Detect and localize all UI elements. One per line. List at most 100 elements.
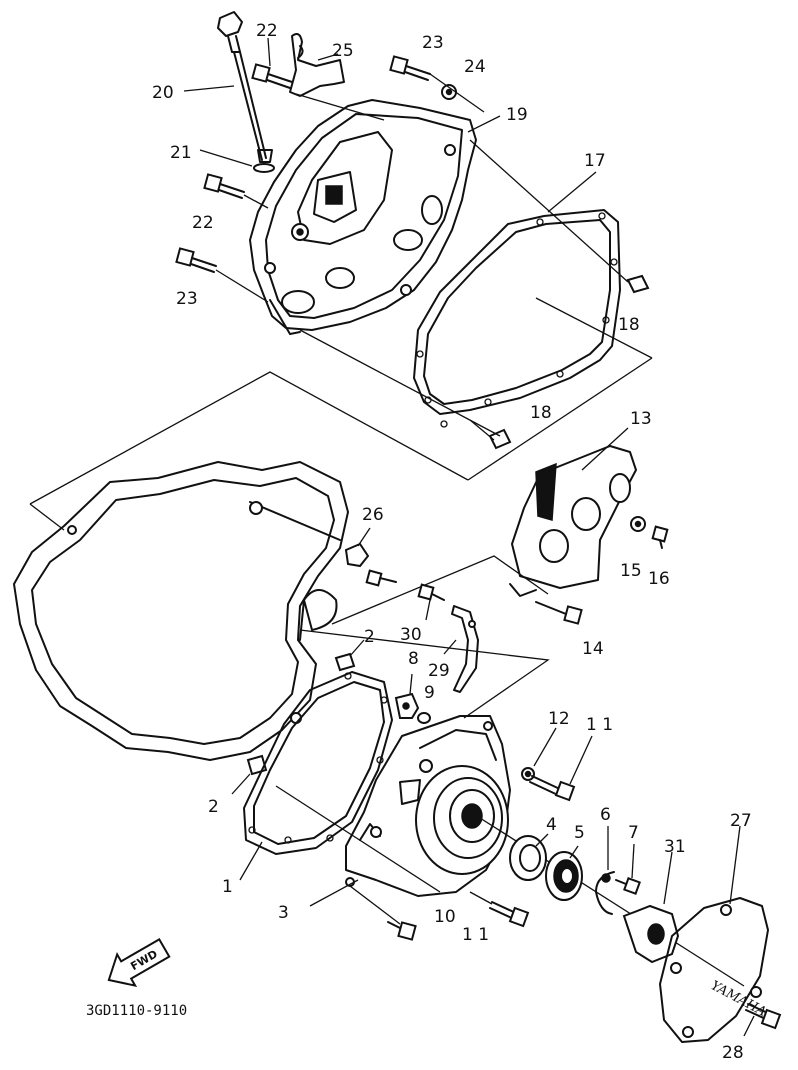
leader-line-12 <box>533 727 557 767</box>
part-20-dipstick <box>217 11 273 163</box>
part-number-labels: 20 22 25 23 24 19 21 22 17 23 18 18 13 2… <box>152 21 752 1063</box>
leader-line-17 <box>547 171 597 213</box>
part-17-gasket <box>413 209 621 428</box>
label-6: 6 <box>600 805 611 825</box>
label-28: 28 <box>722 1043 744 1063</box>
part-23-bolt-left <box>175 247 217 273</box>
crankcase-outline <box>13 461 349 761</box>
leader-line-25 <box>317 53 339 61</box>
label-30: 30 <box>400 625 422 645</box>
leader-line-5 <box>569 845 579 859</box>
label-18a: 18 <box>618 315 640 335</box>
leader-line-21 <box>199 149 253 167</box>
label-2a: 2 <box>364 627 375 647</box>
label-21: 21 <box>170 143 192 163</box>
part-11-bolt-lower <box>489 901 530 928</box>
label-24: 24 <box>464 57 486 77</box>
label-23b: 23 <box>176 289 198 309</box>
label-10: 10 <box>434 907 456 927</box>
part-28-bolt <box>745 1003 782 1030</box>
leader-line-1 <box>239 841 263 881</box>
label-11a: 1 1 <box>586 715 613 735</box>
part-21-o-ring <box>253 163 275 173</box>
label-19: 19 <box>506 105 528 125</box>
part-30-bolt <box>417 583 445 601</box>
part-15-washer <box>630 516 646 532</box>
leader-line-4 <box>535 833 549 847</box>
label-31: 31 <box>664 837 686 857</box>
part-8-plug <box>394 692 420 719</box>
part-13-sprocket-cover <box>509 445 637 597</box>
leader-line-3 <box>309 879 359 907</box>
part-18-dowel-bottom <box>488 428 512 450</box>
part-22-bolt-top <box>251 63 293 89</box>
label-16: 16 <box>648 569 670 589</box>
part-12-washer <box>521 767 535 781</box>
leader-line-27 <box>729 825 741 905</box>
leader-line-28 <box>743 1015 755 1037</box>
part-6-circlip <box>595 871 615 915</box>
part-16-bolt <box>651 525 669 549</box>
part-22-bolt-mid <box>203 173 245 199</box>
label-8: 8 <box>408 649 419 669</box>
part-1-gasket <box>243 671 393 855</box>
part-10-bolt <box>387 921 417 941</box>
label-29: 29 <box>428 661 450 681</box>
leader-line-20 <box>183 85 235 92</box>
label-5: 5 <box>574 823 585 843</box>
leader-line-2b <box>231 773 251 795</box>
label-23a: 23 <box>422 33 444 53</box>
label-1: 1 <box>222 877 233 897</box>
leader-line-26 <box>357 527 371 547</box>
label-11b: 1 1 <box>462 925 489 945</box>
label-2b: 2 <box>208 797 219 817</box>
label-4: 4 <box>546 815 557 835</box>
leader-line-30 <box>425 599 431 621</box>
label-12: 12 <box>548 709 570 729</box>
label-13: 13 <box>630 409 652 429</box>
cover-alignment-lines <box>215 73 653 481</box>
leader-line-22a <box>267 37 271 67</box>
leader-line-31 <box>663 851 673 905</box>
label-20: 20 <box>152 83 174 103</box>
leader-line-29 <box>443 639 457 655</box>
part-19-clutch-cover <box>249 99 477 335</box>
label-17: 17 <box>584 151 606 171</box>
leader-line-8 <box>409 673 413 695</box>
part-11-bolt-upper <box>529 775 576 802</box>
label-15: 15 <box>620 561 642 581</box>
part-3-crankcase-cover <box>345 715 511 897</box>
leader-line-7 <box>631 843 635 879</box>
part-25-bracket <box>289 33 345 97</box>
label-7: 7 <box>628 823 639 843</box>
leader-line-11a <box>569 735 593 785</box>
label-18b: 18 <box>530 403 552 423</box>
part-29-bracket <box>451 605 479 693</box>
part-14-bolt <box>535 601 583 625</box>
label-22b: 22 <box>192 213 214 233</box>
part-9-o-ring <box>417 712 431 724</box>
label-14: 14 <box>582 639 604 659</box>
leader-line-13 <box>581 427 629 471</box>
part-31-pickup-coil <box>622 904 680 964</box>
label-26: 26 <box>362 505 384 525</box>
part-2-dowel-top <box>334 652 356 672</box>
label-9: 9 <box>424 683 435 703</box>
forward-direction-arrow: FWD <box>107 937 171 988</box>
label-3: 3 <box>278 903 289 923</box>
leader-line-19 <box>467 115 501 133</box>
leader-line-2a <box>349 639 365 657</box>
label-22a: 22 <box>256 21 278 41</box>
part-5-bearing <box>545 851 583 901</box>
label-27: 27 <box>730 811 752 831</box>
plane-guide-lines <box>29 371 550 719</box>
part-18-dowel-top <box>626 274 650 294</box>
part-26-plug <box>344 542 397 587</box>
part-4-oil-seal <box>509 835 547 881</box>
part-23-bolt-top <box>389 55 431 81</box>
drawing-code: 3GD1110-9110 <box>86 1003 187 1019</box>
part-7-bolt <box>615 877 641 895</box>
label-25: 25 <box>332 41 354 61</box>
